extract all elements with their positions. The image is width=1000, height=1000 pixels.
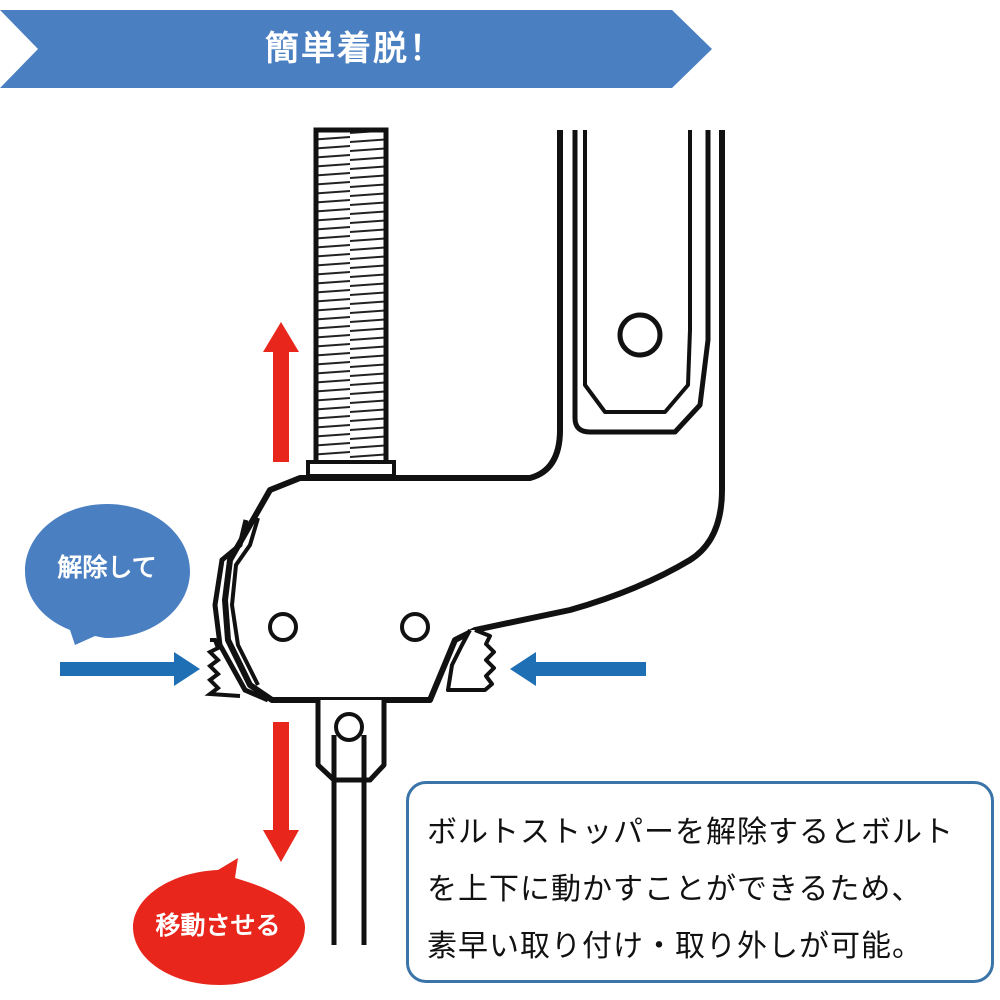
bolt-stopper (204, 517, 496, 703)
description-box: ボルトストッパーを解除するとボルト を上下に動かすことができるため、 素早い取り… (406, 781, 994, 983)
release-callout-bubble (25, 504, 190, 645)
up-arrow (263, 322, 299, 462)
clamp-frame (222, 130, 725, 703)
push-arrow-left (60, 652, 200, 686)
description-line: 素早い取り付け・取り外しが可能。 (427, 929, 923, 964)
pivot-pin (617, 312, 663, 358)
stopper-hole-left (268, 612, 298, 642)
down-arrow (263, 722, 299, 862)
shaft (315, 700, 387, 945)
move-callout-bubble (133, 858, 305, 985)
move-callout-label: 移動させる (155, 911, 281, 940)
description-line: ボルトストッパーを解除するとボルト (427, 815, 954, 850)
stopper-hole-right (400, 612, 430, 642)
banner-title: 簡単着脱！ (265, 29, 445, 69)
banner-chevron (0, 10, 712, 88)
threaded-bolt (306, 127, 396, 478)
description-line: を上下に動かすことができるため、 (427, 872, 923, 907)
push-arrow-right (510, 652, 646, 686)
release-callout-label: 解除して (57, 553, 157, 582)
